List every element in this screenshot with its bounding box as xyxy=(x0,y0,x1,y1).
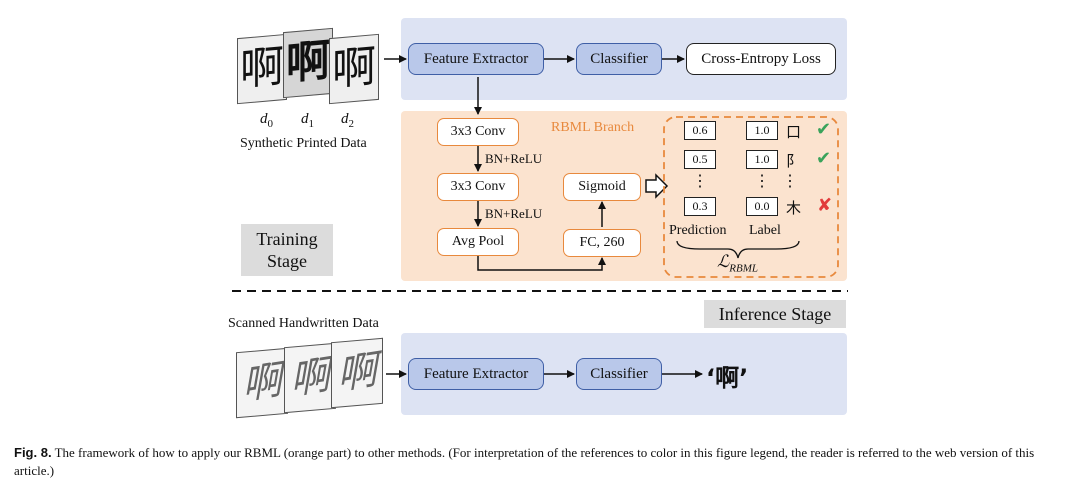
inference-classifier-block: Classifier xyxy=(576,358,662,390)
domain-sub-1: 1 xyxy=(308,118,315,130)
fc-260-block: FC, 260 xyxy=(563,229,641,257)
domain-sub-0: 0 xyxy=(267,118,274,130)
printed-sample-d2: 啊 xyxy=(329,33,379,105)
avg-pool-block: Avg Pool xyxy=(437,228,519,256)
loss-subscript: RBML xyxy=(729,262,758,275)
inference-feature-extractor-block: Feature Extractor xyxy=(408,358,544,390)
handwritten-sample-2: 啊 xyxy=(331,337,383,409)
domain-label-d2: d2 xyxy=(341,111,354,130)
loss-brace xyxy=(676,240,800,259)
label-value-2: 0.0 xyxy=(746,197,778,216)
check-icon: ✔ xyxy=(816,148,832,169)
printed-sample-d0: 啊 xyxy=(237,33,287,105)
handwritten-glyph-0: 啊 xyxy=(240,357,284,409)
training-stage-label: Training Stage xyxy=(241,224,333,276)
conv1-block: 3x3 Conv xyxy=(437,118,519,146)
domain-label-d1: d1 xyxy=(301,111,314,130)
rbml-loss-symbol: ℒRBML xyxy=(717,252,758,274)
radical-ellipsis: ⋮ xyxy=(782,173,798,190)
inference-stage-label: Inference Stage xyxy=(704,300,846,328)
classifier-block: Classifier xyxy=(576,43,662,75)
domain-sub-2: 2 xyxy=(348,118,355,130)
printed-glyph-0: 啊 xyxy=(240,41,284,96)
printed-glyph-2: 啊 xyxy=(332,41,376,96)
prediction-value-1: 0.5 xyxy=(684,150,716,169)
bn-relu-label-1: BN+ReLU xyxy=(485,151,543,166)
label-caption: Label xyxy=(749,223,781,238)
feature-extractor-block: Feature Extractor xyxy=(408,43,544,75)
radical-0: 口 xyxy=(786,123,802,141)
synthetic-printed-caption: Synthetic Printed Data xyxy=(240,136,367,151)
training-stage-line-2: Stage xyxy=(267,251,307,271)
scanned-handwritten-caption: Scanned Handwritten Data xyxy=(228,316,379,331)
figure-caption: Fig. 8. The framework of how to apply ou… xyxy=(14,444,1066,480)
label-ellipsis: ⋮ xyxy=(754,173,770,190)
handwritten-glyph-1: 啊 xyxy=(288,352,332,404)
arrow-pool-to-fc xyxy=(477,256,606,271)
prediction-value-2: 0.3 xyxy=(684,197,716,216)
cross-entropy-loss-block: Cross-Entropy Loss xyxy=(686,43,836,75)
sigmoid-block: Sigmoid xyxy=(563,173,641,201)
outputs-dashed-region xyxy=(663,116,839,278)
cross-icon: ✘ xyxy=(817,195,833,216)
prediction-ellipsis: ⋮ xyxy=(692,173,708,190)
inference-output: ‘啊’ xyxy=(706,364,749,392)
caption-text: The framework of how to apply our RBML (… xyxy=(14,445,1035,478)
handwritten-sample-1: 啊 xyxy=(284,342,336,414)
domain-label-d0: d0 xyxy=(260,111,273,130)
training-stage-line-1: Training xyxy=(256,229,318,249)
conv2-block: 3x3 Conv xyxy=(437,173,519,201)
check-icon: ✔ xyxy=(816,119,832,140)
printed-glyph-1: 啊 xyxy=(286,35,330,90)
prediction-caption: Prediction xyxy=(669,223,727,238)
handwritten-sample-0: 啊 xyxy=(236,347,288,419)
loss-symbol: ℒ xyxy=(717,252,730,271)
radical-1: 阝 xyxy=(786,152,802,170)
radical-2: 木 xyxy=(786,199,802,217)
hollow-arrow-to-outputs xyxy=(645,173,669,199)
prediction-value-0: 0.6 xyxy=(684,121,716,140)
caption-label: Fig. 8. xyxy=(14,445,52,460)
label-value-1: 1.0 xyxy=(746,150,778,169)
handwritten-glyph-2: 啊 xyxy=(335,347,379,399)
bn-relu-label-2: BN+ReLU xyxy=(485,206,543,221)
printed-sample-d1: 啊 xyxy=(283,27,333,99)
rbml-branch-title: RBML Branch xyxy=(551,120,635,135)
label-value-0: 1.0 xyxy=(746,121,778,140)
